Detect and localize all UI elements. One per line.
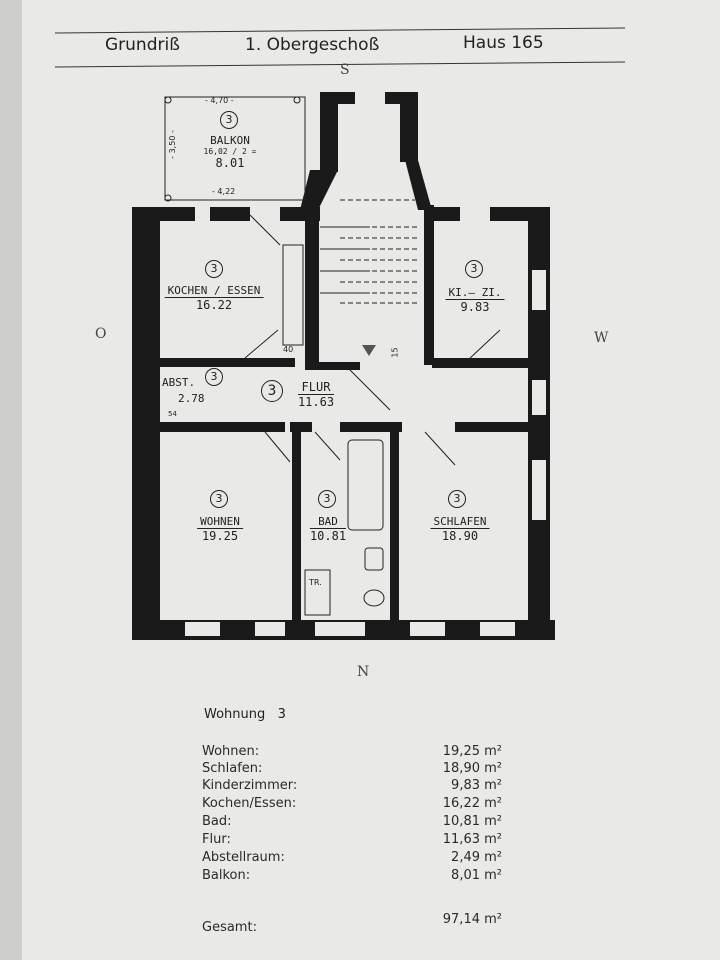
kizi-area: 9.83 [460,300,490,314]
schlafen-label: SCHLAFEN 18.90 [430,515,490,543]
balkon-dim-side: - 3,50 - [167,130,177,159]
summary-row: Flur: 11,63 m² [202,832,502,852]
balkon-name: BALKON [210,134,250,147]
bad-unit-number: 3 [318,490,336,508]
wohnen-unit-number: 3 [210,490,228,508]
balkon-dim-top: - 4,70 - [205,96,234,105]
schlafen-name: SCHLAFEN [430,515,490,529]
compass-east: O [95,326,107,342]
wohnen-area: 19.25 [201,529,239,543]
summary-row: Kochen/Essen: 16,22 m² [202,796,502,816]
header-right: Haus 165 [463,33,544,53]
area-summary-list: Wohnen: 19,25 m² Schlafen: 18,90 m² Kinder… [202,744,502,944]
kizi-label: KI.– ZI. 9.83 [445,286,505,314]
summary-row: Wohnen: 19,25 m² [202,744,502,764]
bad-name: BAD [309,515,347,529]
summary-value: 16,22 m² [442,796,502,811]
summary-row: Schlafen: 18,90 m² [202,761,502,781]
abst-unit-number: 3 [205,368,223,386]
summary-label: Balkon: [202,868,251,883]
mark-15: 15 [390,347,400,358]
summary-row: Kinderzimmer: 9,83 m² [202,778,502,798]
flur-name: FLUR [297,380,335,395]
summary-label: Flur: [202,832,231,847]
bad-label: BAD 10.81 [309,515,347,543]
wohnen-label: WOHNEN 19.25 [197,515,243,543]
kochen-label: KOCHEN / ESSEN 16.22 [164,284,264,312]
summary-value: 11,63 m² [442,832,502,847]
mark-54: 54 [168,410,177,418]
wohnen-name: WOHNEN [197,515,243,529]
kochen-unit-number: 3 [205,260,223,278]
summary-value: 19,25 m² [442,744,502,759]
compass-south: S [340,62,350,78]
flur-label: FLUR 11.63 [297,380,335,409]
summary-row: Bad: 10,81 m² [202,814,502,834]
flur-unit-number: 3 [261,380,283,402]
kizi-name: KI.– ZI. [445,286,505,300]
balkon-unit-number: 3 [220,111,238,129]
compass-west: W [594,330,609,346]
summary-total-value: 97,14 m² [442,912,502,927]
kochen-name: KOCHEN / ESSEN [164,284,264,298]
bad-area: 10.81 [309,529,347,543]
summary-value: 2,49 m² [451,850,502,865]
schlafen-area: 18.90 [441,529,479,543]
summary-value: 18,90 m² [442,761,502,776]
summary-value: 9,83 m² [451,778,502,793]
summary-total-row: Gesamt: 97,14 m² [202,912,502,940]
summary-title: Wohnung 3 [204,707,286,722]
summary-row: Abstellraum: 2,49 m² [202,850,502,870]
schlafen-unit-number: 3 [448,490,466,508]
kochen-area: 16.22 [195,298,233,312]
header-left: Grundriß [105,35,180,55]
summary-value: 8,01 m² [451,868,502,883]
mark-40: 40 [283,345,294,354]
balkon-calc: 16,02 / 2 = [203,147,257,156]
abst-name: ABST. [162,376,196,389]
kizi-unit-number: 3 [465,260,483,278]
summary-label: Wohnen: [202,744,260,759]
balkon-label: BALKON 16,02 / 2 = 8.01 [204,134,257,170]
summary-label: Bad: [202,814,232,829]
balkon-area: 8.01 [215,156,245,170]
summary-total-label: Gesamt: [202,920,257,935]
summary-label: Kochen/Essen: [202,796,297,811]
compass-north: N [357,664,370,680]
summary-label: Abstellraum: [202,850,285,865]
bad-tr-label: TR. [309,578,322,587]
flur-area: 11.63 [297,395,335,409]
summary-label: Kinderzimmer: [202,778,298,793]
summary-row: Balkon: 8,01 m² [202,868,502,888]
summary-value: 10,81 m² [442,814,502,829]
summary-label: Schlafen: [202,761,263,776]
abst-area: 2.78 [178,392,205,405]
balkon-dim-bottom: - 4,22 [212,187,236,196]
header-center: 1. Obergeschoß [245,35,380,55]
